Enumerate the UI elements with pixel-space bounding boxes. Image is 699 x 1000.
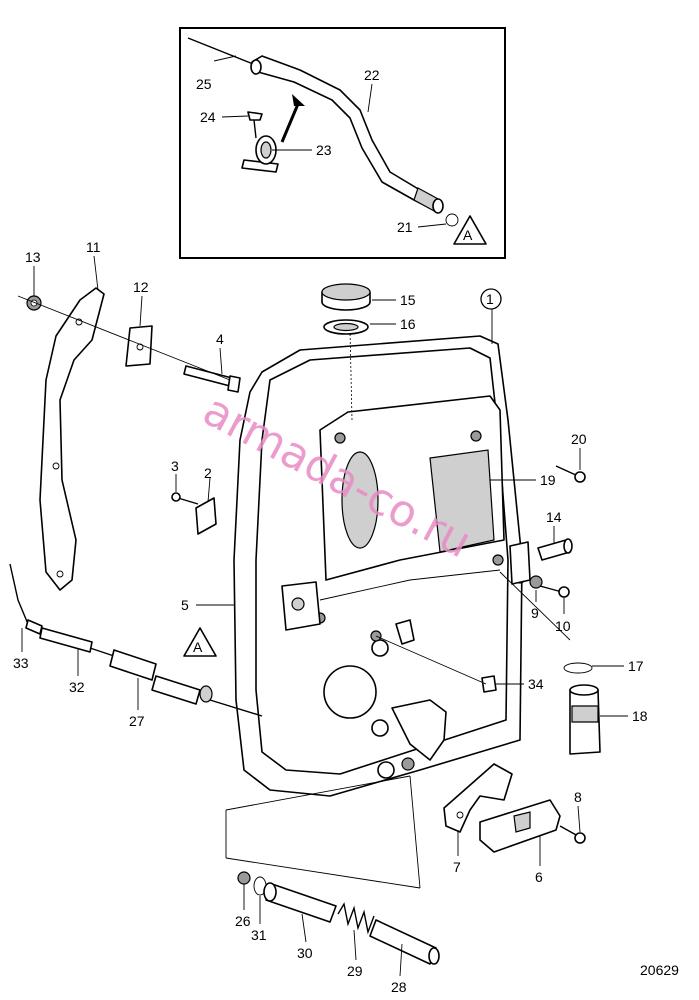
callout-12: 12 — [133, 279, 149, 295]
callout-30: 30 — [297, 945, 313, 961]
bottom-latch-parts — [443, 763, 586, 853]
callout-8: 8 — [574, 789, 582, 805]
callout-3: 3 — [171, 458, 179, 474]
callout-21: 21 — [397, 219, 413, 235]
callout-27: 27 — [129, 713, 145, 729]
callout-6: 6 — [535, 869, 543, 885]
callout-15: 15 — [400, 292, 416, 308]
callout-11: 11 — [86, 239, 101, 255]
callout-25: 25 — [196, 76, 212, 92]
right-side-parts — [370, 465, 601, 755]
callout-34: 34 — [528, 676, 544, 692]
callout-31: 31 — [251, 927, 267, 943]
callout-circle-1 — [480, 288, 502, 310]
callout-23: 23 — [316, 142, 332, 158]
callout-24: 24 — [200, 109, 216, 125]
callout-22: 22 — [364, 67, 380, 83]
callout-17: 17 — [628, 658, 644, 674]
drawing-number: 20629 — [640, 962, 679, 978]
main-housing — [233, 329, 531, 797]
callout-13: 13 — [25, 249, 41, 265]
callout-labels: 1 2 3 4 5 6 7 8 9 10 11 12 13 14 15 16 1… — [13, 67, 648, 995]
filler-neck-parts — [321, 283, 371, 335]
lower-shaft-parts — [225, 775, 440, 965]
callout-7: 7 — [453, 859, 461, 875]
callout-5: 5 — [181, 597, 189, 613]
callout-19: 19 — [540, 472, 556, 488]
callout-26: 26 — [235, 913, 251, 929]
callout-33: 33 — [13, 655, 29, 671]
callout-14: 14 — [546, 509, 562, 525]
callout-29: 29 — [347, 963, 363, 979]
control-cable: A — [9, 563, 263, 717]
callout-28: 28 — [391, 979, 407, 995]
callout-18: 18 — [632, 708, 648, 724]
callout-9: 9 — [531, 605, 539, 621]
view-marker-main: A — [193, 639, 203, 655]
callout-20: 20 — [571, 431, 587, 447]
view-marker-inset: A — [463, 227, 473, 243]
detail-inset: A — [179, 27, 506, 259]
callout-10: 10 — [555, 618, 571, 634]
leader-lines — [21, 55, 628, 977]
callout-4: 4 — [216, 331, 224, 347]
callout-2: 2 — [204, 465, 212, 481]
left-bracket-parts — [17, 287, 241, 591]
callout-16: 16 — [400, 316, 416, 332]
callout-1: 1 — [486, 291, 494, 307]
callout-32: 32 — [69, 679, 85, 695]
